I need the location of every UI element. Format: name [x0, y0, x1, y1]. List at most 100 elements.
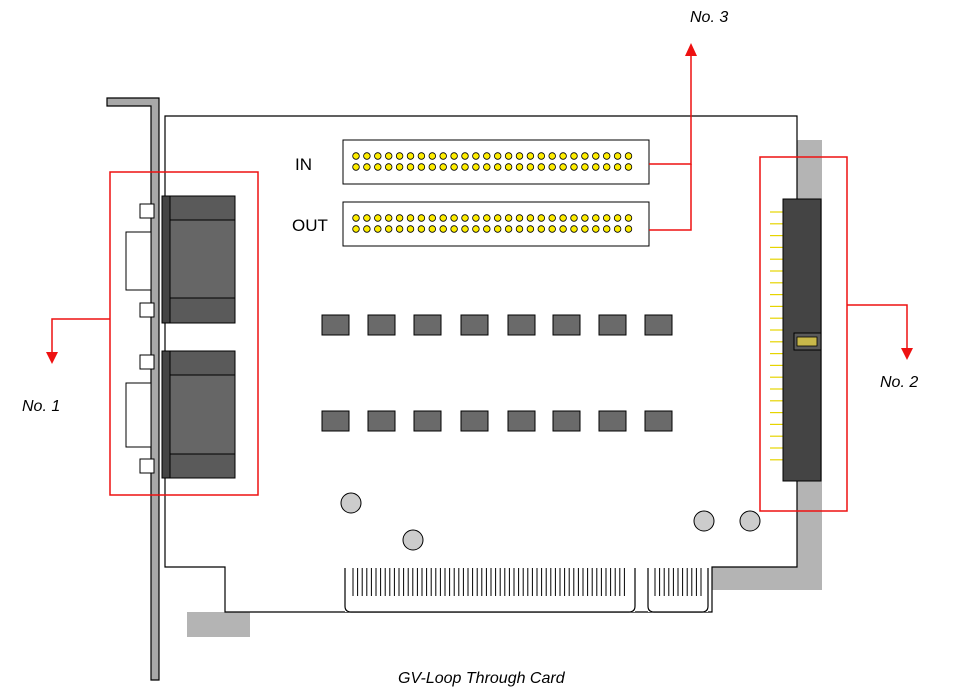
- header-pin: [352, 152, 360, 160]
- header-pin: [450, 163, 458, 171]
- header-pin: [472, 152, 480, 160]
- in-pin-header: [342, 139, 650, 185]
- header-pin: [570, 225, 578, 233]
- header-pin: [494, 163, 502, 171]
- header-pin: [504, 163, 513, 171]
- header-pin: [592, 225, 600, 233]
- header-pin: [483, 214, 491, 222]
- header-pin: [352, 225, 360, 233]
- header-pin: [624, 214, 633, 222]
- header-pin: [526, 163, 535, 171]
- header-pin: [515, 225, 524, 233]
- header-pin: [472, 214, 480, 222]
- header-pin: [363, 214, 371, 222]
- header-pin: [570, 214, 578, 222]
- header-pin: [395, 225, 404, 233]
- chip: [321, 410, 350, 432]
- header-pin: [417, 214, 426, 222]
- header-pin: [417, 152, 426, 160]
- out-header-pins: [352, 214, 633, 233]
- header-pin: [559, 163, 567, 171]
- header-pin: [559, 225, 567, 233]
- header-pin: [548, 214, 556, 222]
- header-pin: [428, 214, 436, 222]
- header-pin: [613, 163, 622, 171]
- header-pin: [504, 225, 513, 233]
- header-pin: [417, 225, 426, 233]
- header-pin: [406, 152, 415, 160]
- video-connector-bottom: [125, 350, 236, 479]
- chip: [460, 314, 489, 336]
- header-pin: [428, 152, 436, 160]
- header-pin: [613, 225, 622, 233]
- mounting-hole: [739, 510, 761, 532]
- header-pin: [592, 152, 600, 160]
- header-pin: [504, 214, 513, 222]
- chip-row-bottom: [321, 410, 673, 432]
- chip: [321, 314, 350, 336]
- header-pin: [385, 152, 393, 160]
- header-pin: [472, 225, 480, 233]
- chip: [413, 410, 442, 432]
- header-pin: [483, 225, 491, 233]
- chip: [598, 314, 627, 336]
- header-pin: [526, 214, 535, 222]
- header-pin: [461, 214, 469, 222]
- header-pin: [504, 152, 513, 160]
- header-pin: [526, 152, 535, 160]
- header-pin: [624, 152, 633, 160]
- chip: [507, 314, 536, 336]
- side-ribbon-connector: [770, 198, 822, 482]
- chip: [644, 410, 673, 432]
- pci-edge-connector: [344, 568, 709, 613]
- callout-label-no3: No. 3: [690, 9, 728, 26]
- chip: [552, 314, 581, 336]
- header-pin: [581, 163, 589, 171]
- header-pin: [494, 214, 502, 222]
- header-pin: [526, 225, 535, 233]
- callout-no1: [46, 171, 259, 496]
- out-pin-header: [342, 201, 650, 247]
- header-pin: [395, 214, 404, 222]
- header-pin: [439, 214, 447, 222]
- chip-row-top: [321, 314, 673, 336]
- header-pin: [439, 163, 447, 171]
- video-connector-top: [125, 195, 236, 324]
- header-pin: [395, 163, 404, 171]
- header-pin: [461, 152, 469, 160]
- header-pin: [559, 214, 567, 222]
- header-pin: [537, 163, 545, 171]
- header-pin: [515, 163, 524, 171]
- mounting-bracket: [106, 97, 160, 681]
- header-pin: [363, 152, 371, 160]
- header-pin: [374, 152, 382, 160]
- mounting-hole: [340, 492, 362, 514]
- header-pin: [515, 214, 524, 222]
- header-pin: [374, 163, 382, 171]
- chip: [413, 314, 442, 336]
- chip: [460, 410, 489, 432]
- header-pin: [385, 214, 393, 222]
- callout-label-no1: No. 1: [22, 398, 60, 415]
- header-pin: [537, 225, 545, 233]
- header-pin: [559, 152, 567, 160]
- header-pin: [406, 214, 415, 222]
- header-pin: [613, 152, 622, 160]
- header-pin: [570, 163, 578, 171]
- header-pin: [352, 214, 360, 222]
- header-pin: [548, 163, 556, 171]
- header-pin: [515, 152, 524, 160]
- callout-no3: [649, 43, 697, 231]
- header-pin: [592, 214, 600, 222]
- header-pin: [374, 225, 382, 233]
- header-pin: [363, 163, 371, 171]
- header-pin: [570, 152, 578, 160]
- header-pin: [439, 152, 447, 160]
- chip: [598, 410, 627, 432]
- mounting-hole: [402, 529, 424, 551]
- callout-no2: [759, 156, 913, 512]
- header-pin: [428, 163, 436, 171]
- chip: [367, 314, 396, 336]
- header-pin: [406, 163, 415, 171]
